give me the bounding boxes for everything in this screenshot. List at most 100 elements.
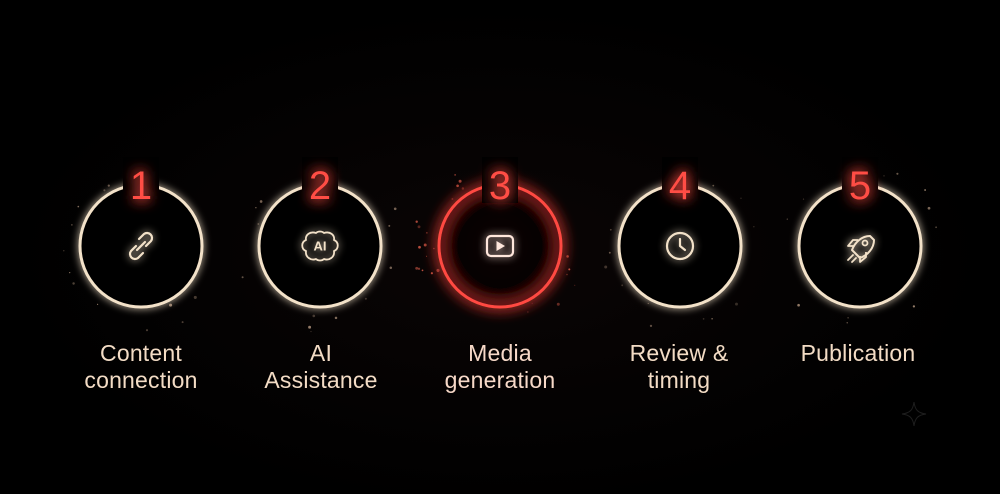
dust-particle — [461, 187, 465, 190]
sparkle-icon — [901, 401, 927, 427]
step-label-4: Review & timing — [594, 340, 764, 394]
step-label-4-line-2: timing — [647, 367, 711, 393]
dust-particle — [255, 207, 257, 209]
dust-particle — [912, 305, 916, 308]
dust-particle — [63, 250, 65, 252]
step-label-1-line-1: Content — [100, 340, 182, 366]
dust-particle — [77, 205, 80, 208]
dust-particle — [712, 184, 715, 187]
dust-particle — [312, 314, 316, 318]
dust-particle — [69, 272, 71, 274]
dust-particle — [415, 220, 418, 223]
dust-particle — [389, 266, 393, 270]
step-number-2: 2 — [309, 164, 331, 208]
dust-particle — [334, 316, 338, 320]
dust-particle — [649, 324, 653, 328]
dust-particle — [566, 255, 569, 258]
step-label-1-line-2: connection — [84, 367, 198, 393]
ai-icon-text: AI — [314, 239, 327, 254]
dust-particle — [103, 189, 106, 192]
dust-particle — [702, 318, 705, 320]
step-label-2: AI Assistance — [236, 340, 406, 394]
dust-particle — [935, 226, 937, 229]
dust-particle — [847, 316, 849, 319]
dust-particle — [846, 322, 848, 324]
dust-particle — [310, 331, 312, 333]
step-label-5-line-1: Publication — [800, 340, 916, 366]
step-label-1: Content connection — [56, 340, 226, 394]
dust-particle — [417, 267, 421, 270]
dust-particle — [609, 228, 612, 231]
dust-particle — [71, 224, 73, 226]
dust-particle — [527, 311, 529, 313]
dust-particle — [417, 225, 421, 229]
dust-particle — [566, 273, 568, 276]
dust-particle — [145, 329, 149, 332]
step-node-2: 2AI — [257, 157, 383, 309]
dust-particle — [364, 297, 367, 300]
dust-particle — [924, 189, 927, 191]
step-label-4-line-1: Review & — [629, 340, 729, 366]
dust-particle — [421, 269, 424, 272]
dust-particle — [423, 243, 427, 247]
dust-particle — [711, 317, 713, 320]
dust-particle — [753, 226, 755, 228]
dust-particle — [735, 302, 738, 306]
dust-particle — [181, 321, 184, 324]
dust-particles — [63, 167, 937, 333]
step-label-2-line-2: Assistance — [264, 367, 378, 393]
dust-particle — [418, 245, 421, 249]
dust-particle — [97, 303, 99, 305]
step-label-2-line-1: AI — [309, 340, 333, 366]
step-node-4: 4 — [617, 157, 743, 309]
dust-particle — [107, 184, 110, 187]
dust-particle — [308, 325, 312, 329]
dust-particle — [896, 172, 899, 175]
step-number-backdrop — [302, 157, 338, 203]
step-number-4: 4 — [669, 164, 691, 208]
step-node-1: 1 — [78, 157, 204, 309]
clock-icon — [665, 231, 695, 261]
dust-particle — [426, 255, 428, 257]
step-number-5: 5 — [849, 164, 871, 208]
step-number-1: 1 — [130, 164, 152, 208]
dust-particle — [388, 224, 391, 227]
dust-particle — [456, 184, 459, 188]
step-number-backdrop — [482, 157, 518, 203]
dust-particle — [802, 198, 805, 200]
dust-particle — [568, 268, 571, 271]
dust-particle — [797, 303, 800, 307]
ai-brain-icon: AI — [301, 230, 339, 262]
dust-particle — [430, 272, 433, 275]
dust-particle — [647, 302, 649, 304]
step-number-3: 3 — [489, 164, 511, 208]
dust-particle — [454, 174, 456, 176]
step-node-5: 5 — [797, 157, 923, 309]
step-label-3-line-2: generation — [444, 367, 556, 393]
dust-particle — [786, 218, 788, 220]
link-icon — [128, 231, 154, 261]
dust-particle — [927, 206, 931, 210]
dust-particle — [574, 284, 576, 286]
dust-particle — [257, 223, 260, 225]
dust-particle — [426, 232, 428, 234]
rocket-icon — [847, 235, 875, 263]
dust-particle — [458, 179, 462, 183]
step-number-backdrop — [662, 157, 698, 203]
dust-particle — [259, 200, 263, 203]
dust-particle — [241, 276, 244, 279]
step-number-backdrop — [123, 157, 159, 203]
dust-particle — [193, 295, 197, 299]
dust-particle — [740, 197, 742, 199]
step-number-backdrop — [842, 157, 878, 203]
step-label-3: Media generation — [415, 340, 585, 394]
dust-particle — [72, 282, 75, 285]
dust-particle — [604, 265, 608, 269]
dust-particle — [393, 207, 397, 211]
play-video-icon — [485, 234, 515, 258]
dust-particle — [621, 284, 624, 287]
step-label-3-line-1: Media — [468, 340, 532, 366]
dust-particle — [608, 251, 611, 254]
